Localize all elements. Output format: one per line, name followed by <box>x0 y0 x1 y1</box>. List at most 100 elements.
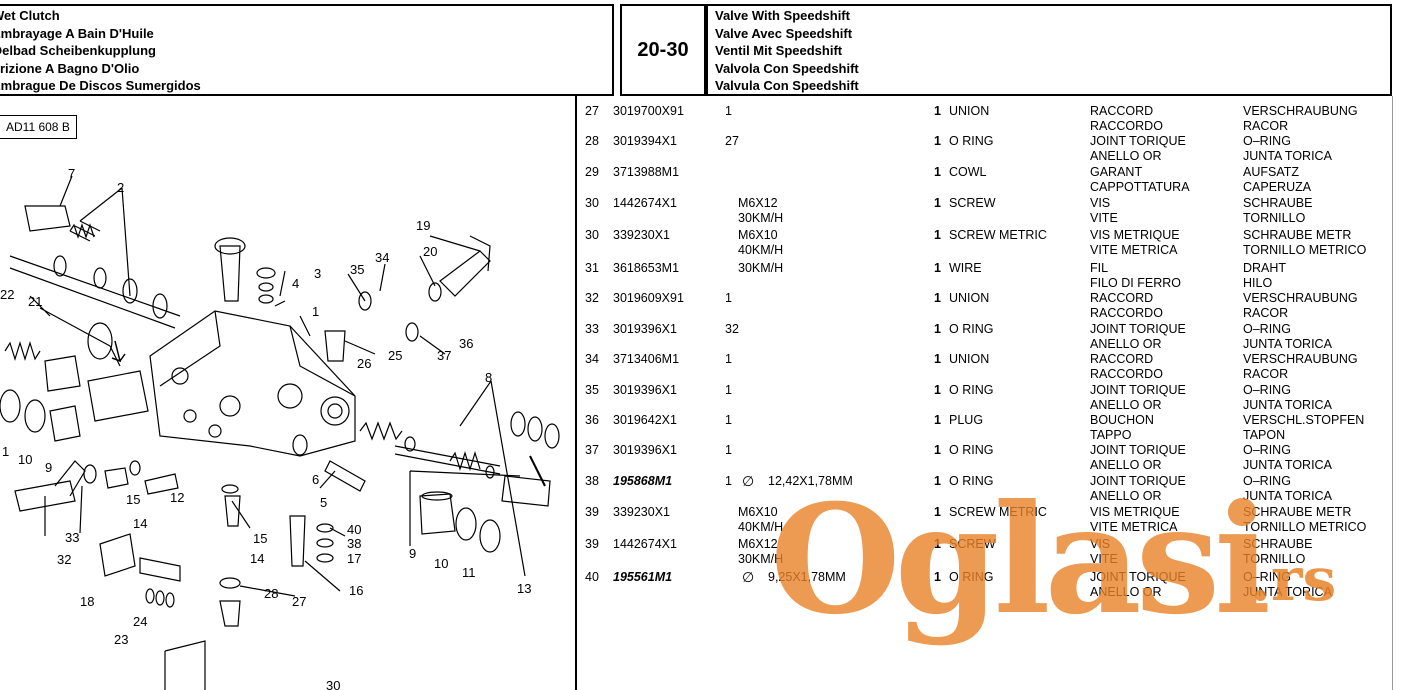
parts-row-desc-es: JUNTA TORICA <box>1243 149 1332 163</box>
parts-row-desc-de: SCHRAUBE METR <box>1243 228 1352 242</box>
parts-row-desc-en: PLUG <box>949 413 984 427</box>
parts-row-desc-es: JUNTA TORICA <box>1243 489 1332 503</box>
parts-row-desc-en: O RING <box>949 443 994 457</box>
parts-row-desc-it: VITE METRICA <box>1090 520 1178 534</box>
parts-row-spec: 12,42X1,78MM <box>768 474 853 488</box>
parts-row-part-number: 3713988M1 <box>613 165 680 179</box>
parts-row-desc-en: UNION <box>949 291 990 305</box>
parts-row-desc-it: ANELLO OR <box>1090 149 1162 163</box>
parts-row-part-number: 3618653M1 <box>613 261 680 275</box>
parts-row-desc-de: SCHRAUBE METR <box>1243 505 1352 519</box>
parts-row-desc-fr: RACCORD <box>1090 104 1154 118</box>
callout-label: 22 <box>0 287 14 302</box>
parts-row-count: 1 <box>934 322 941 336</box>
parts-row-desc-es: JUNTA TORICA <box>1243 337 1332 351</box>
header-subtitle-line: Valve With Speedshift <box>715 8 850 23</box>
parts-row-desc-es: JUNTA TORICA <box>1243 398 1332 412</box>
callout-label: 20 <box>423 244 437 259</box>
parts-row-desc-en: O RING <box>949 134 994 148</box>
parts-row-desc-it: ANELLO OR <box>1090 398 1162 412</box>
callout-label: 30 <box>326 678 340 690</box>
page-edge-line <box>1392 96 1393 690</box>
parts-row-desc-es: TAPON <box>1243 428 1286 442</box>
parts-row-index: 30 <box>585 196 599 210</box>
parts-row-index: 27 <box>585 104 599 118</box>
parts-row-index: 38 <box>585 474 599 488</box>
parts-row-count: 1 <box>934 261 941 275</box>
parts-row-desc-en: UNION <box>949 352 990 366</box>
parts-row-index: 31 <box>585 261 599 275</box>
parts-row-desc-en: SCREW <box>949 537 996 551</box>
parts-row-desc-es: RACOR <box>1243 119 1289 133</box>
header-title-box: Wet Clutch Embrayage A Bain D'Huile Oelb… <box>0 4 614 96</box>
parts-row-desc-de: O–RING <box>1243 134 1291 148</box>
parts-row-desc-es: RACOR <box>1243 306 1289 320</box>
callout-label: 11 <box>462 565 476 580</box>
header-subtitle-line: Ventil Mit Speedshift <box>715 43 843 59</box>
parts-row-count: 1 <box>934 165 941 179</box>
callout-label: 1 <box>312 304 319 319</box>
parts-row-desc-de: VERSCHRAUBUNG <box>1243 352 1358 366</box>
parts-row-count: 1 <box>934 383 941 397</box>
parts-row-desc-de: VERSCHL.STOPFEN <box>1243 413 1365 427</box>
parts-row-desc-fr: VIS METRIQUE <box>1090 228 1180 242</box>
header-subtitle-line: Valvola Con Speedshift <box>715 60 859 76</box>
diameter-icon: ∅ <box>742 569 755 585</box>
parts-row-desc-fr: BOUCHON <box>1090 413 1154 427</box>
parts-row-desc-de: O–RING <box>1243 570 1291 584</box>
parts-row-part-number: 3019700X91 <box>613 104 684 118</box>
parts-row-desc-it: ANELLO OR <box>1090 585 1162 599</box>
parts-row-desc-en: O RING <box>949 474 994 488</box>
callout-label: 7 <box>68 166 75 181</box>
parts-row-desc-en: O RING <box>949 570 994 584</box>
parts-row-count: 1 <box>934 537 941 551</box>
callout-label: 10 <box>18 452 32 467</box>
diagram-reference-label: AD11 608 B <box>0 115 77 139</box>
callout-label: 6 <box>312 472 319 487</box>
parts-row-spec-secondary: 40KM/H <box>738 520 784 534</box>
callout-label: 23 <box>114 632 128 647</box>
parts-row-desc-de: O–RING <box>1243 383 1291 397</box>
header-subtitle-line: Valvula Con Speedshift <box>715 78 859 94</box>
parts-row-desc-fr: JOINT TORIQUE <box>1090 474 1186 488</box>
parts-row-desc-de: SCHRAUBE <box>1243 196 1313 210</box>
parts-row-desc-es: RACOR <box>1243 367 1289 381</box>
parts-row-desc-es: TORNILLO METRICO <box>1243 243 1367 257</box>
parts-row-desc-fr: VIS METRIQUE <box>1090 505 1180 519</box>
callout-label: 3 <box>314 266 321 281</box>
callout-label: 25 <box>388 348 402 363</box>
parts-row-desc-fr: RACCORD <box>1090 352 1154 366</box>
parts-row-qty: 1 <box>725 291 732 305</box>
callout-label: 5 <box>320 495 327 510</box>
parts-row-desc-fr: VIS <box>1090 537 1111 551</box>
parts-row-desc-fr: VIS <box>1090 196 1111 210</box>
callout-label: 35 <box>350 262 364 277</box>
parts-row-index: 32 <box>585 291 599 305</box>
column-divider <box>575 96 577 690</box>
callout-label: 26 <box>357 356 371 371</box>
parts-row-desc-en: SCREW <box>949 196 996 210</box>
callout-label: 10 <box>434 556 448 571</box>
parts-row-count: 1 <box>934 352 941 366</box>
header-title-line: Oelbad Scheibenkupplung <box>0 43 156 59</box>
parts-row-desc-fr: JOINT TORIQUE <box>1090 134 1186 148</box>
parts-row-desc-de: VERSCHRAUBUNG <box>1243 291 1358 305</box>
parts-row-qty: 1 <box>725 443 732 457</box>
parts-row-index: 37 <box>585 443 599 457</box>
callout-label: 33 <box>65 530 79 545</box>
parts-row-desc-fr: JOINT TORIQUE <box>1090 443 1186 457</box>
header-subtitle-box: Valve With Speedshift Valve Avec Speedsh… <box>706 4 1392 96</box>
callout-label: 15 <box>253 531 267 546</box>
parts-row-desc-de: O–RING <box>1243 474 1291 488</box>
parts-row-desc-fr: RACCORD <box>1090 291 1154 305</box>
parts-row-index: 39 <box>585 505 599 519</box>
parts-row-count: 1 <box>934 291 941 305</box>
parts-row-desc-it: VITE METRICA <box>1090 243 1178 257</box>
parts-row-qty: 1 <box>725 413 732 427</box>
